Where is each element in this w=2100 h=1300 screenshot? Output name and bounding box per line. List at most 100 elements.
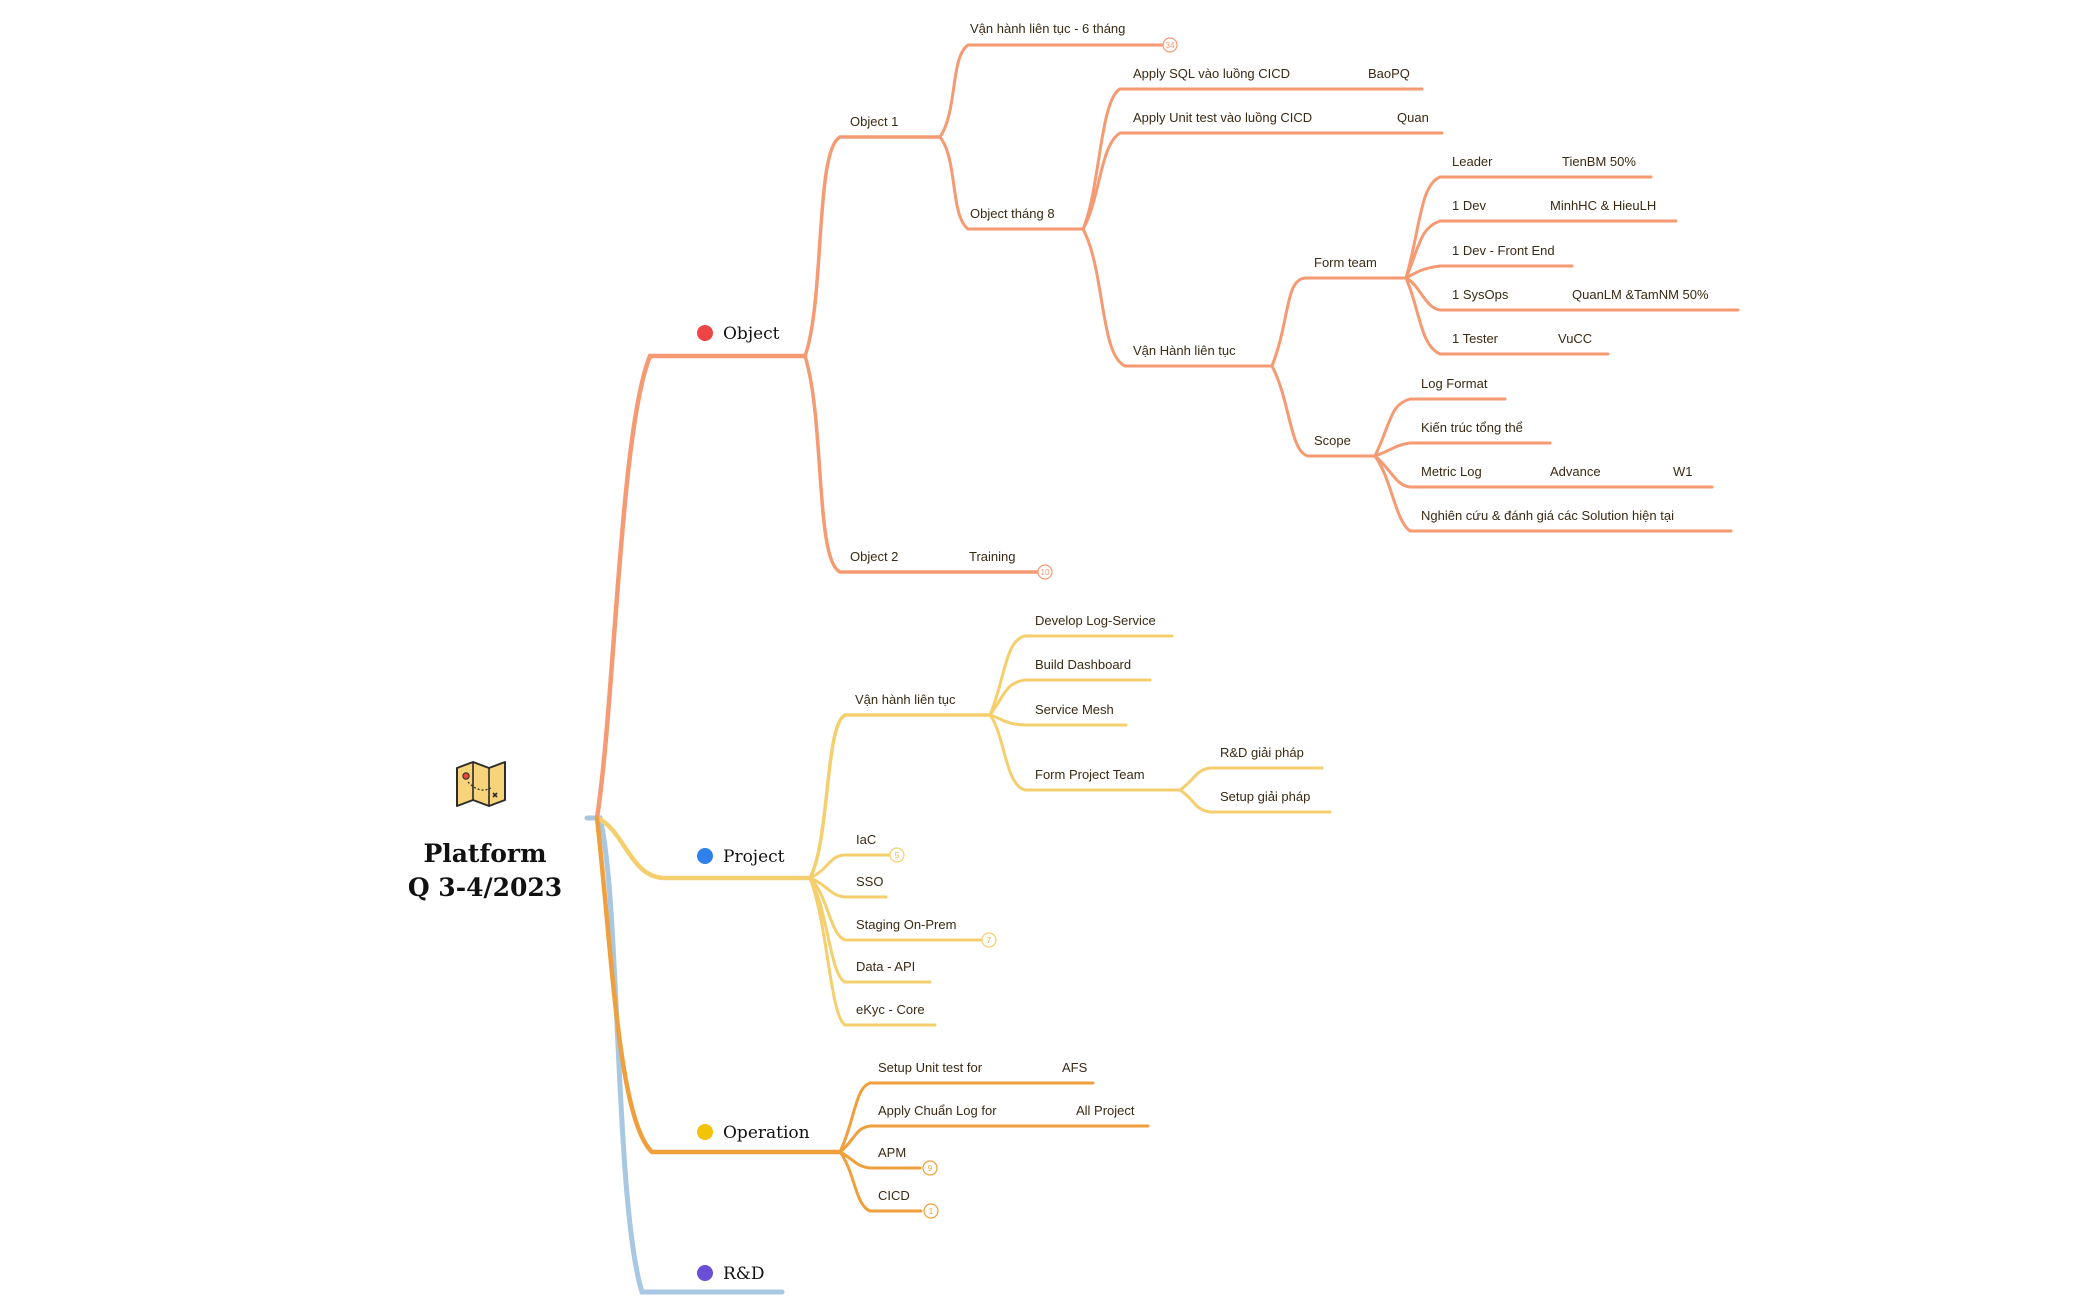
member-role-dev[interactable]: 1 Dev (1452, 198, 1486, 213)
node-form-project-team[interactable]: Form Project Team (1035, 767, 1145, 782)
root-title-line1: Platform (423, 839, 546, 868)
branch-object[interactable]: Object (697, 324, 780, 344)
line-project-iac (808, 853, 898, 880)
node-data-api[interactable]: Data - API (856, 959, 915, 974)
line-project-staging (808, 876, 991, 942)
rd-dot (697, 1265, 713, 1281)
line-scope-research (1373, 454, 1733, 533)
node-develop-log-service[interactable]: Develop Log-Service (1035, 613, 1156, 628)
line-member-sysops (1404, 276, 1740, 312)
node-sso[interactable]: SSO (856, 874, 883, 889)
scope-metric-w1[interactable]: W1 (1673, 464, 1693, 479)
node-apply-unit-owner[interactable]: Quan (1397, 110, 1429, 125)
line-member-leader (1404, 175, 1653, 280)
root-node[interactable]: Platform Q 3-4/2023 (408, 761, 562, 902)
branch-operation-label: Operation (723, 1123, 810, 1143)
collapse-badge-training[interactable]: 10 (1037, 564, 1053, 580)
svg-text:5: 5 (895, 851, 900, 860)
member-who-tester[interactable]: VuCC (1558, 331, 1592, 346)
object-dot (697, 325, 713, 341)
branch-rd[interactable]: R&D (697, 1264, 765, 1284)
line-build-dashboard (988, 678, 1152, 717)
node-apply-log-target[interactable]: All Project (1076, 1103, 1135, 1118)
line-object-month8 (938, 135, 1085, 231)
branch-line-project (594, 815, 813, 881)
scope-metric-log[interactable]: Metric Log (1421, 464, 1482, 479)
member-role-tester[interactable]: 1 Tester (1452, 331, 1499, 346)
scope-research[interactable]: Nghiên cứu & đánh giá các Solution hiện … (1421, 508, 1674, 523)
member-who-leader[interactable]: TienBM 50% (1562, 154, 1636, 169)
node-build-dashboard[interactable]: Build Dashboard (1035, 657, 1131, 672)
collapse-badge-continuous[interactable]: 34 (1162, 37, 1178, 53)
line-continuous-6m (938, 43, 1164, 139)
node-cicd[interactable]: CICD (878, 1188, 910, 1203)
line-member-tester (1404, 276, 1610, 356)
line-scope (1270, 364, 1377, 458)
node-service-mesh[interactable]: Service Mesh (1035, 702, 1114, 717)
branch-object-label: Object (723, 324, 780, 344)
node-scope[interactable]: Scope (1314, 433, 1351, 448)
line-op-log (838, 1124, 1150, 1154)
branch-project-label: Project (723, 847, 785, 867)
line-form-project-team (988, 713, 1182, 792)
folded-map-icon (456, 761, 506, 807)
member-who-sysops[interactable]: QuanLM &TamNM 50% (1572, 287, 1709, 302)
node-rd-solution[interactable]: R&D giải pháp (1220, 745, 1304, 760)
branch-line-rd (584, 815, 785, 1295)
operation-dot (697, 1124, 713, 1140)
member-who-dev[interactable]: MinhHC & HieuLH (1550, 198, 1656, 213)
collapse-badge-staging[interactable]: 7 (981, 932, 997, 948)
line-member-dev (1404, 219, 1678, 280)
member-role-frontend[interactable]: 1 Dev - Front End (1452, 243, 1555, 258)
line-object-2 (803, 354, 1048, 574)
branch-rd-label: R&D (723, 1264, 765, 1284)
line-project-sso (808, 876, 888, 899)
node-iac[interactable]: IaC (856, 832, 876, 847)
collapse-badge-apm[interactable]: 9 (922, 1160, 938, 1176)
branch-project[interactable]: Project (697, 847, 785, 867)
node-training[interactable]: Training (969, 549, 1015, 564)
member-role-leader[interactable]: Leader (1452, 154, 1493, 169)
line-rd-solution (1178, 766, 1324, 792)
node-form-team[interactable]: Form team (1314, 255, 1377, 270)
scope-log-format[interactable]: Log Format (1421, 376, 1488, 391)
node-object-2[interactable]: Object 2 (850, 549, 898, 564)
connector-lines (584, 43, 1740, 1295)
node-setup-unit-test[interactable]: Setup Unit test for (878, 1060, 983, 1075)
node-object-month8[interactable]: Object tháng 8 (970, 206, 1055, 221)
line-form-team (1270, 276, 1408, 368)
line-object-1 (803, 135, 942, 358)
root-title-line2: Q 3-4/2023 (408, 873, 562, 902)
scope-metric-advance[interactable]: Advance (1550, 464, 1601, 479)
node-apply-sql-owner[interactable]: BaoPQ (1368, 66, 1410, 81)
line-apply-sql (1081, 87, 1424, 231)
scope-architecture[interactable]: Kiến trúc tổng thể (1421, 420, 1523, 435)
node-staging-onprem[interactable]: Staging On-Prem (856, 917, 956, 932)
node-continuous-6m[interactable]: Vận hành liên tục - 6 tháng (970, 21, 1125, 36)
node-apply-unit[interactable]: Apply Unit test vào luồng CICD (1133, 110, 1312, 125)
branch-operation[interactable]: Operation (697, 1123, 810, 1143)
node-apply-sql[interactable]: Apply SQL vào luồng CICD (1133, 66, 1290, 81)
node-ops-continuous[interactable]: Vận Hành liên tục (1133, 343, 1236, 358)
line-scope-metriclog (1373, 454, 1714, 489)
line-develop-log (988, 634, 1174, 717)
node-project-ops[interactable]: Vận hành liên tục (855, 692, 956, 707)
line-op-apm (838, 1150, 922, 1170)
line-scope-logformat (1373, 397, 1507, 458)
svg-text:34: 34 (1166, 41, 1175, 50)
line-op-unit (838, 1081, 1095, 1154)
node-apply-log[interactable]: Apply Chuẩn Log for (878, 1103, 997, 1118)
node-ekyc-core[interactable]: eKyc - Core (856, 1002, 925, 1017)
line-setup-solution (1178, 788, 1332, 814)
collapse-badge-iac[interactable]: 5 (889, 847, 905, 863)
project-dot (697, 848, 713, 864)
svg-text:10: 10 (1041, 568, 1050, 577)
line-project-ops (808, 713, 992, 880)
branch-line-object (594, 353, 808, 821)
member-role-sysops[interactable]: 1 SysOps (1452, 287, 1509, 302)
node-apm[interactable]: APM (878, 1145, 906, 1160)
collapse-badge-cicd[interactable]: 1 (923, 1203, 939, 1219)
node-object-1[interactable]: Object 1 (850, 114, 898, 129)
node-setup-solution[interactable]: Setup giải pháp (1220, 789, 1310, 804)
node-setup-unit-target[interactable]: AFS (1062, 1060, 1088, 1075)
